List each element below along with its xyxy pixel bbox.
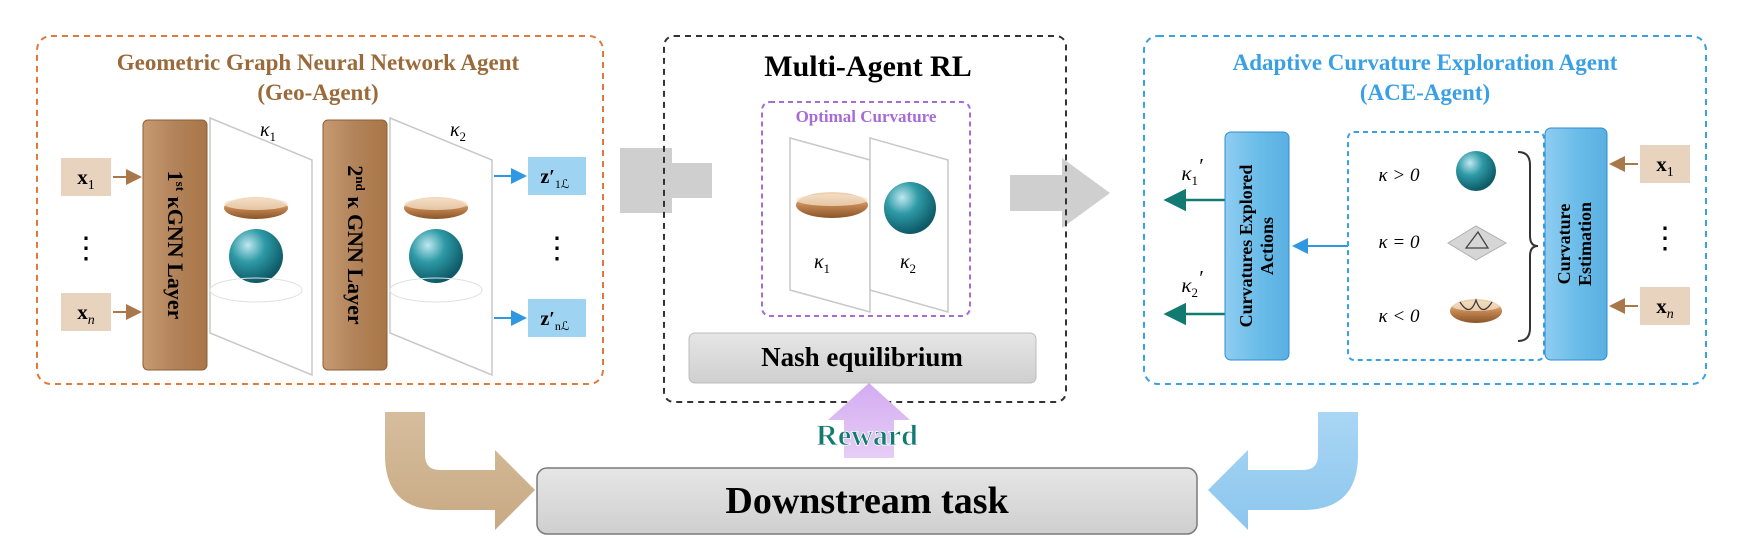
ace-input-x1: x xyxy=(1656,152,1667,176)
svg-text:xn: xn xyxy=(1656,294,1674,322)
ace-actions-label-line2: Actions xyxy=(1257,217,1277,275)
geo-kappa1-sub: 1 xyxy=(270,129,277,144)
geo-sphere-2 xyxy=(409,229,463,283)
ace-out-k1-prime: ′ xyxy=(1198,154,1203,178)
marl-plane-1 xyxy=(789,137,871,313)
geo-agent-title-line2: (Geo-Agent) xyxy=(257,80,378,105)
ace-input-x1-sub: 1 xyxy=(1667,165,1674,180)
geo-input-xn-box xyxy=(61,293,111,331)
geo-agent-panel: Geometric Graph Neural Network Agent (Ge… xyxy=(36,35,604,385)
ace-brace xyxy=(1517,151,1539,342)
ace-agent-panel: Adaptive Curvature Exploration Agent (AC… xyxy=(1143,35,1707,385)
cond-negative: κ < 0 xyxy=(1379,306,1420,327)
geo-agent-title-line1: Geometric Graph Neural Network Agent xyxy=(117,50,520,75)
geo-kappa2: κ xyxy=(450,119,460,141)
downstream-task-box xyxy=(536,467,1198,535)
ace-out-k2-prime: ′ xyxy=(1198,266,1203,290)
downstream-task-label: Downstream task xyxy=(725,480,1009,522)
geo-output-zn-box xyxy=(528,299,586,337)
nash-equilibrium-box xyxy=(688,332,1037,384)
geo-output-zn: z′ xyxy=(540,308,555,330)
geo-layer1-label: 1st κGNN Layer xyxy=(163,171,188,320)
cond-positive: κ > 0 xyxy=(1379,165,1420,186)
svg-text:κ1′: κ1′ xyxy=(1181,154,1203,188)
marl-k2-sub: 2 xyxy=(910,261,917,276)
marl-title: Multi-Agent RL xyxy=(764,50,971,83)
geo-layer2-label: 2nd κ GNN Layer xyxy=(343,165,368,325)
svg-text:κ2′: κ2′ xyxy=(1181,266,1203,300)
ace-out-k1: κ xyxy=(1181,161,1192,185)
curvature-types-box xyxy=(1347,131,1545,361)
ace-estimation-label-line1: Curvature xyxy=(1554,204,1574,285)
marl-k1-sub: 1 xyxy=(824,261,831,276)
svg-text:κ2: κ2 xyxy=(900,251,916,276)
geo-layer2-block xyxy=(322,119,388,371)
svg-text:κ1: κ1 xyxy=(260,119,276,144)
geo-output-z1-box xyxy=(528,157,586,195)
ace-input-dots: ⋮ xyxy=(1650,222,1680,255)
ace-estimation-block xyxy=(1544,127,1608,361)
marl-panel: Multi-Agent RL Optimal Curvature κ1 κ2 N… xyxy=(663,35,1067,403)
reward-arrow xyxy=(828,383,910,458)
geo-to-downstream-arrow xyxy=(385,412,535,530)
marl-sphere xyxy=(884,182,936,234)
ace-sphere-icon xyxy=(1456,151,1496,191)
ace-actions-label-line1: Curvatures Explored xyxy=(1236,165,1256,328)
svg-text:x1: x1 xyxy=(77,165,95,193)
geo-input-x1-sub: 1 xyxy=(88,178,95,193)
geo-kappa1: κ xyxy=(260,119,270,141)
ace-input-xn: x xyxy=(1656,294,1667,318)
geo-input-xn-sub: n xyxy=(88,313,95,328)
marl-to-ace-arrow xyxy=(1010,158,1110,228)
ace-input-xn-sub: n xyxy=(1667,307,1674,322)
geo-input-x1: x xyxy=(77,165,88,189)
ace-out-k2: κ xyxy=(1181,273,1192,297)
ace-agent-title-line1: Adaptive Curvature Exploration Agent xyxy=(1233,50,1618,75)
ace-input-xn-box xyxy=(1640,287,1690,325)
svg-text:κ1: κ1 xyxy=(814,251,830,276)
ace-out-k2-sub: 2 xyxy=(1192,285,1199,300)
svg-text:z′1ℒ: z′1ℒ xyxy=(540,166,570,191)
svg-text:xn: xn xyxy=(77,300,95,328)
ace-to-downstream-arrow xyxy=(1208,412,1358,530)
geo-layer1-block xyxy=(142,119,208,371)
ace-actions-block xyxy=(1224,131,1290,361)
optimal-curvature-label: Optimal Curvature xyxy=(796,107,937,126)
geo-output-zn-sub: nℒ xyxy=(555,319,570,333)
geo-sphere-1 xyxy=(229,229,283,283)
ace-agent-title-line2: (ACE-Agent) xyxy=(1360,80,1490,105)
cond-zero: κ = 0 xyxy=(1379,232,1420,253)
svg-text:κ2: κ2 xyxy=(450,119,466,144)
ace-flat-plane-icon xyxy=(1447,225,1508,261)
svg-text:x1: x1 xyxy=(1656,152,1674,180)
geo-input-dots: ⋮ xyxy=(71,232,101,265)
ace-estimation-label-line2: Estimation xyxy=(1575,202,1595,286)
geo-kappa2-sub: 2 xyxy=(460,129,467,144)
svg-text:z′nℒ: z′nℒ xyxy=(540,308,570,333)
geo-output-z1: z′ xyxy=(540,166,555,188)
ace-out-k1-sub: 1 xyxy=(1192,173,1199,188)
reward-label: Reward xyxy=(816,419,918,452)
geo-output-dots: ⋮ xyxy=(542,232,572,265)
marl-k1: κ xyxy=(814,251,824,273)
geo-input-xn: x xyxy=(77,300,88,324)
marl-k2: κ xyxy=(900,251,910,273)
marl-to-geo-arrow xyxy=(620,148,712,213)
nash-equilibrium-label: Nash equilibrium xyxy=(761,342,963,372)
geo-output-z1-sub: 1ℒ xyxy=(555,177,570,191)
ace-input-x1-box xyxy=(1640,145,1690,183)
geo-input-x1-box xyxy=(61,158,111,196)
